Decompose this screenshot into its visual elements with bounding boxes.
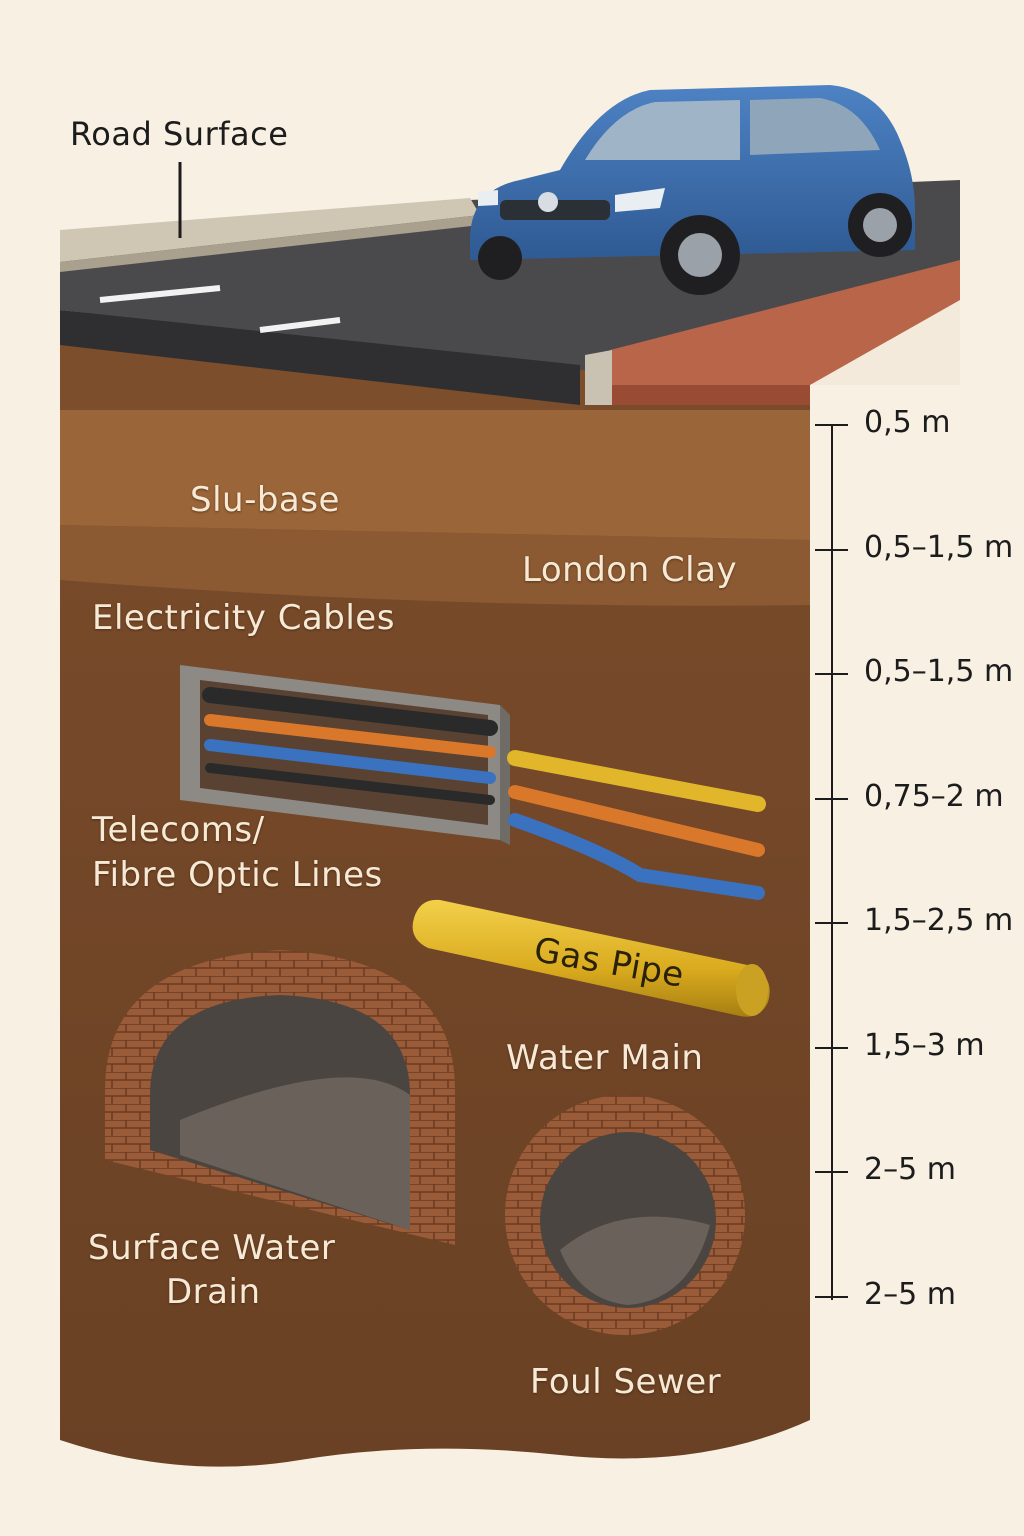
label-electricity-cables: Electricity Cables	[92, 598, 395, 638]
label-london-clay: London Clay	[522, 550, 738, 590]
depth-label: 1,5–3 m	[864, 1028, 985, 1063]
label-telecoms: Telecoms/	[92, 810, 265, 850]
kerb-stone	[585, 350, 612, 405]
lane-marking	[259, 317, 341, 333]
foul-sewer	[505, 1095, 745, 1335]
label-road-surface: Road Surface	[70, 115, 289, 153]
grille	[500, 200, 610, 220]
cable-blue	[204, 739, 496, 784]
label-fibre-optic: Fibre Optic Lines	[92, 855, 383, 895]
sub-base-layer	[60, 410, 810, 540]
label-drain: Drain	[166, 1272, 261, 1312]
depth-label: 1,5–2,5 m	[864, 903, 1014, 938]
cable-blue-exit	[508, 813, 765, 900]
label-foul-sewer: Foul Sewer	[530, 1362, 722, 1402]
depth-label: 2–5 m	[864, 1277, 956, 1312]
depth-label: 0,5 m	[864, 405, 951, 440]
cable-black	[202, 687, 498, 736]
windshield	[585, 100, 740, 160]
depth-label: 0,75–2 m	[864, 779, 1004, 814]
kerb-top	[60, 198, 480, 262]
surface-water-drain	[105, 950, 455, 1245]
cable-duct	[180, 665, 510, 845]
cable-yellow-exit	[507, 750, 766, 812]
label-sub-base: Slu-base	[190, 480, 340, 520]
depth-label: 0,5–1,5 m	[864, 654, 1014, 689]
lane-marking	[99, 285, 221, 303]
label-water-main: Water Main	[506, 1038, 704, 1078]
car-image	[470, 85, 915, 295]
london-clay-layer	[60, 525, 810, 606]
gas-pipe	[412, 899, 770, 1017]
road-slab-edge	[60, 310, 580, 405]
depth-label: 2–5 m	[864, 1152, 956, 1187]
label-surface-water: Surface Water	[88, 1228, 336, 1268]
depth-scale-ticks	[815, 424, 848, 1298]
cable-orange-exit	[508, 785, 765, 857]
cable-orange	[204, 714, 496, 758]
depth-label: 0,5–1,5 m	[864, 530, 1014, 565]
